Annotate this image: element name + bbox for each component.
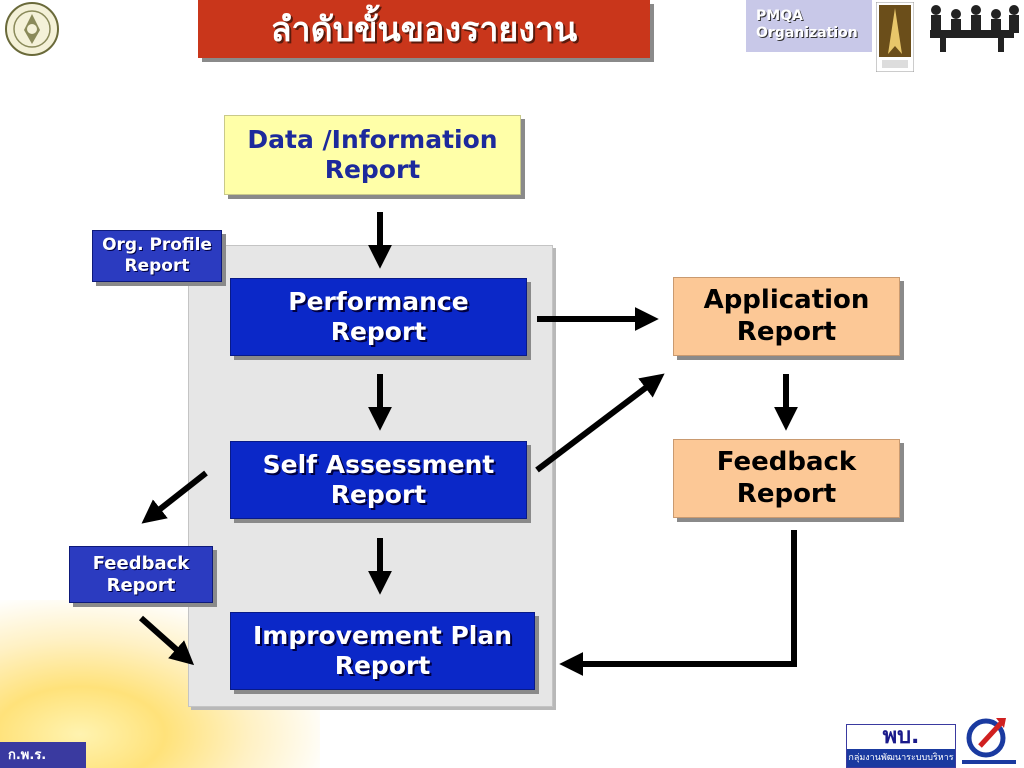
application-report-box: Application Report bbox=[673, 277, 900, 356]
institute-logo-icon bbox=[958, 712, 1020, 768]
pmqa-label-line1: PMQA bbox=[756, 8, 803, 24]
improvement-plan-report-box: Improvement Plan Report bbox=[230, 612, 535, 690]
application-report-line1: Application bbox=[703, 284, 870, 315]
data-information-report-box: Data /Information Report bbox=[224, 115, 521, 195]
ocsc-logo-text: ก.พ.ร. bbox=[8, 748, 47, 763]
self-assessment-report-line1: Self Assessment bbox=[262, 449, 495, 479]
self-assessment-report-line2: Report bbox=[330, 480, 427, 509]
data-information-report-line1: Data /Information bbox=[247, 124, 498, 154]
pb-logo-subtext: กลุ่มงานพัฒนาระบบบริหาร bbox=[847, 749, 955, 767]
arrow-feedback-to-improvement bbox=[559, 530, 797, 676]
arrow-self-assessment-to-application bbox=[535, 373, 665, 473]
org-profile-report-box: Org. Profile Report bbox=[92, 230, 222, 282]
feedback-report-left-line2: Report bbox=[106, 574, 176, 596]
feedback-report-left-line1: Feedback bbox=[92, 552, 190, 574]
ocsc-logo: ก.พ.ร. bbox=[0, 742, 86, 768]
improvement-plan-report-line2: Report bbox=[334, 651, 431, 680]
pmqa-logo-icon bbox=[876, 2, 914, 72]
data-information-report-line2: Report bbox=[324, 155, 421, 184]
emblem-icon bbox=[5, 2, 59, 56]
performance-report-line1: Performance bbox=[288, 286, 469, 316]
org-profile-report-line2: Report bbox=[124, 256, 190, 276]
feedback-report-left-box: Feedback Report bbox=[69, 546, 213, 603]
pmqa-label-line2: Organization bbox=[756, 25, 858, 41]
feedback-report-right-line2: Report bbox=[736, 478, 837, 509]
pb-logo-text: พบ. bbox=[882, 724, 920, 749]
self-assessment-report-box: Self Assessment Report bbox=[230, 441, 527, 519]
arrow-panel-to-feedback-left bbox=[141, 470, 208, 524]
performance-report-line2: Report bbox=[330, 317, 427, 346]
feedback-report-right-line1: Feedback bbox=[716, 446, 857, 477]
arrow-feedback-left-to-improvement bbox=[139, 615, 195, 666]
page-title: ลำดับขั้นของรายงาน bbox=[198, 0, 650, 58]
meeting-people-icon bbox=[920, 0, 1024, 54]
pb-logo: พบ. กลุ่มงานพัฒนาระบบบริหาร bbox=[846, 724, 956, 768]
application-report-line2: Report bbox=[736, 316, 837, 347]
org-profile-report-line1: Org. Profile bbox=[102, 235, 212, 256]
performance-report-box: Performance Report bbox=[230, 278, 527, 356]
improvement-plan-report-line1: Improvement Plan bbox=[252, 620, 513, 650]
pmqa-label: PMQA Organization bbox=[746, 0, 872, 52]
feedback-report-right-box: Feedback Report bbox=[673, 439, 900, 518]
